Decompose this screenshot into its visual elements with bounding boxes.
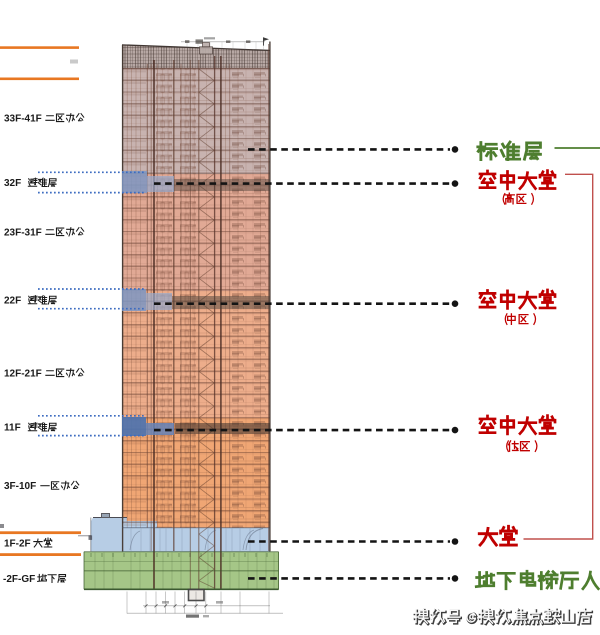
svg-text:11F: 11F <box>4 423 21 434</box>
svg-text:32F: 32F <box>4 178 21 189</box>
svg-text:23F-31F: 23F-31F <box>4 227 42 238</box>
svg-text:-2F-GF: -2F-GF <box>3 574 35 585</box>
svg-text:22F: 22F <box>4 296 21 307</box>
svg-text:1F-2F: 1F-2F <box>4 538 31 549</box>
svg-text:12F-21F: 12F-21F <box>4 368 42 379</box>
svg-text:33F-41F: 33F-41F <box>4 113 42 124</box>
svg-text:3F-10F: 3F-10F <box>4 481 36 492</box>
